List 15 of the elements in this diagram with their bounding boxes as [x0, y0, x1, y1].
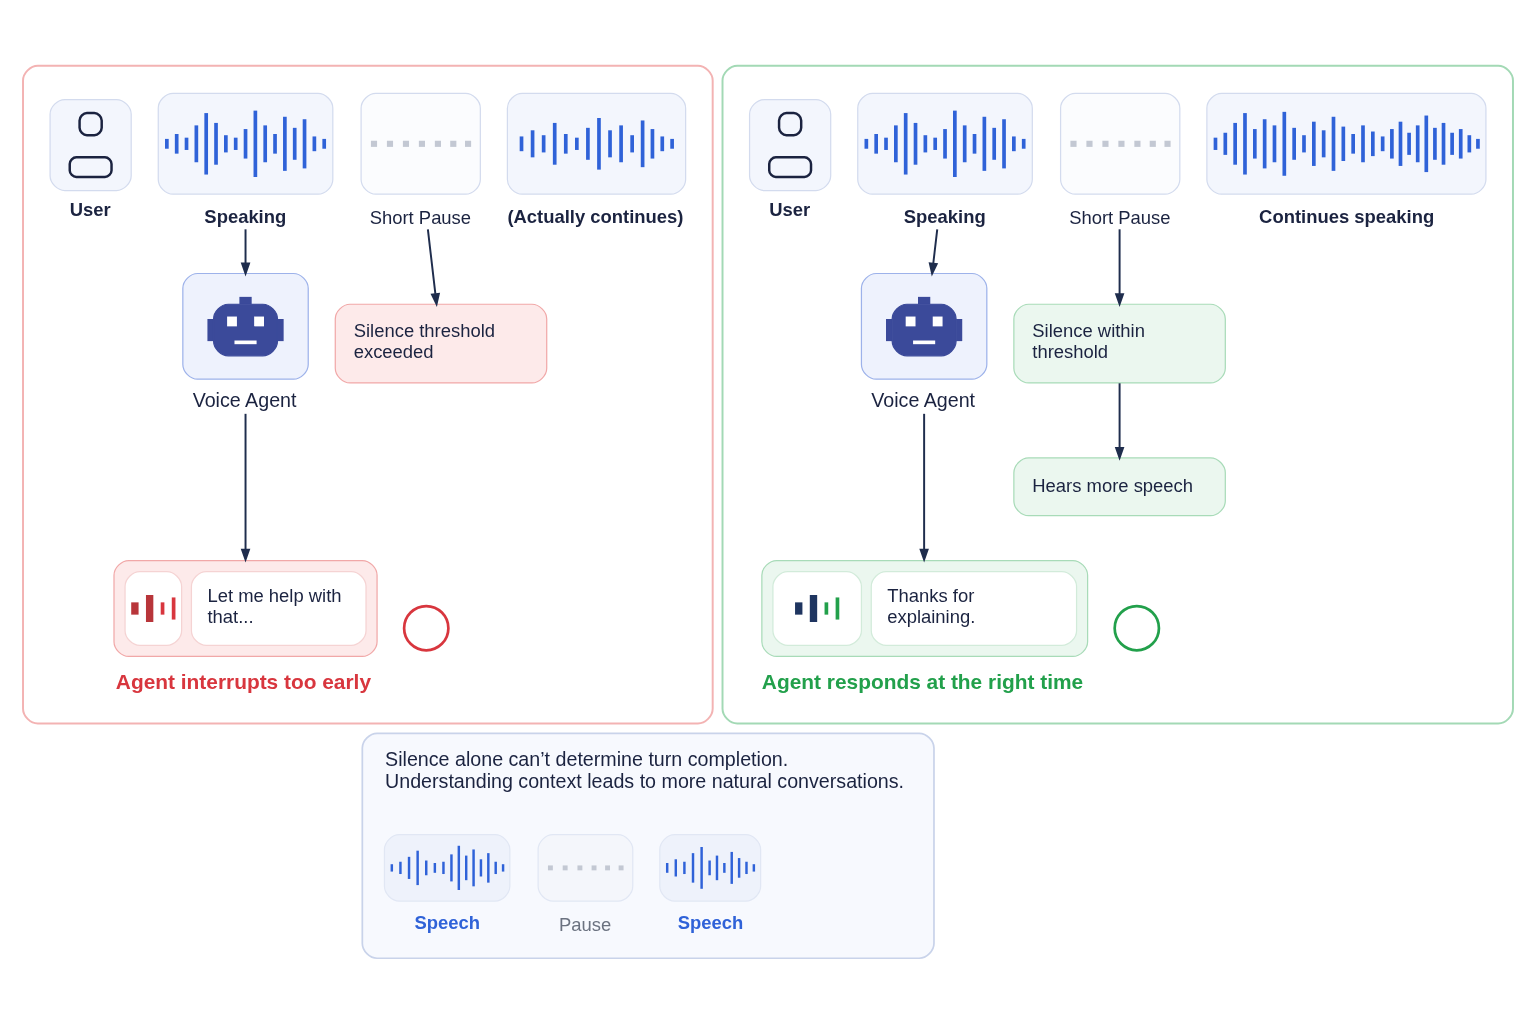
node-label: Continues speaking: [1259, 205, 1435, 227]
node-label: Agent responds at the right time: [761, 670, 1084, 694]
node-label: Voice Agent: [871, 389, 976, 412]
node-label: Speaking: [903, 205, 986, 227]
node-label: Speech: [677, 912, 744, 934]
node-label: Speech: [414, 912, 481, 934]
node-label: Voice Agent: [192, 389, 297, 412]
node-label: User: [69, 199, 111, 221]
node-label: Pause: [559, 913, 612, 935]
node-label: (Actually continues): [507, 205, 684, 227]
node-label: User: [769, 199, 811, 221]
node-label: Agent interrupts too early: [115, 670, 372, 694]
node-label: Short Pause: [369, 206, 472, 228]
node-label: Short Pause: [1069, 206, 1171, 228]
node-label: Speaking: [204, 205, 287, 227]
